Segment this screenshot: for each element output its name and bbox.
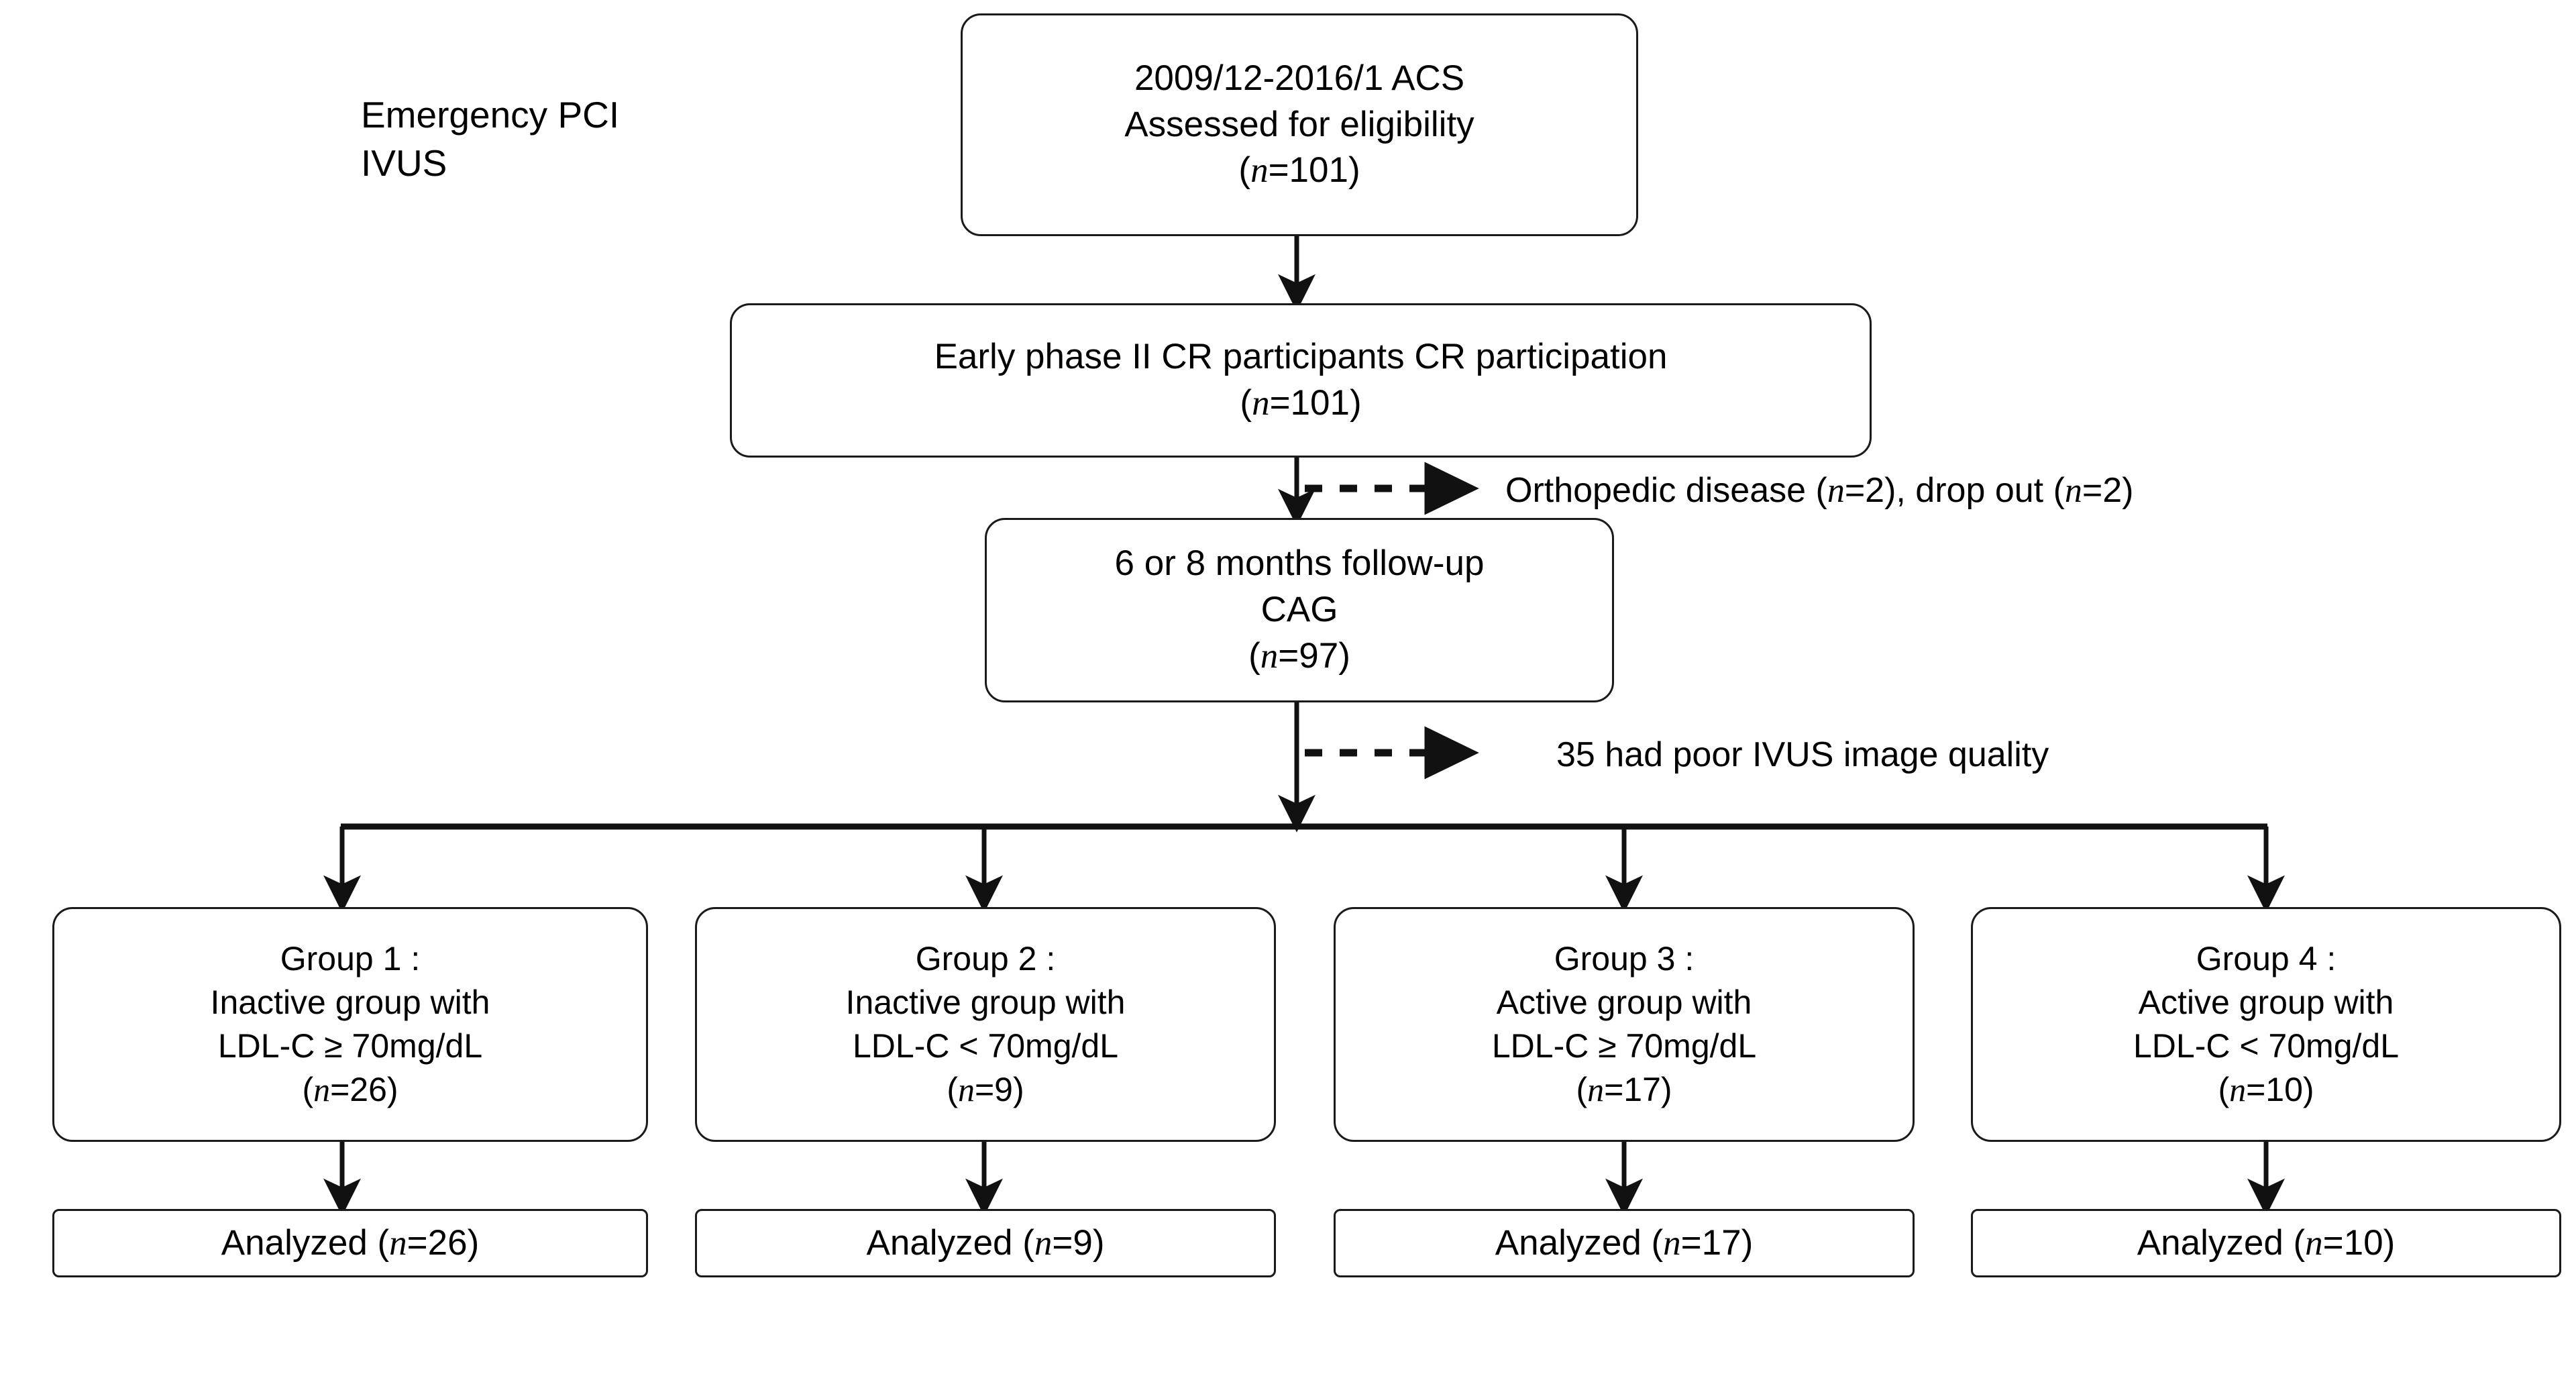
node-assessed-for-eligibility: 2009/12-2016/1 ACS Assessed for eligibil… bbox=[961, 13, 1638, 236]
group-box-4: Group 4 : Active group with LDL-C < 70mg… bbox=[1971, 907, 2561, 1142]
exclusion-note-1: Orthopedic disease (n=2), drop out (n=2) bbox=[1505, 468, 2134, 514]
analyzed-2-label: Analyzed (n=9) bbox=[866, 1222, 1105, 1263]
group-4-criterion: LDL-C < 70mg/dL bbox=[2133, 1027, 2400, 1065]
group-1-desc: Inactive group with bbox=[210, 984, 490, 1021]
node-count: (n=101) bbox=[1240, 383, 1362, 423]
exclusion-note-2: 35 had poor IVUS image quality bbox=[1556, 733, 2049, 778]
group-2-criterion: LDL-C < 70mg/dL bbox=[852, 1027, 1119, 1065]
group-2-desc: Inactive group with bbox=[845, 984, 1126, 1021]
analyzed-4-label: Analyzed (n=10) bbox=[2137, 1222, 2396, 1263]
group-4-title: Group 4 : bbox=[2196, 940, 2337, 977]
analyzed-3-label: Analyzed (n=17) bbox=[1495, 1222, 1754, 1263]
node-line-1: 6 or 8 months follow-up bbox=[1114, 543, 1485, 584]
side-label-line-2: IVUS bbox=[361, 142, 447, 184]
group-2-title: Group 2 : bbox=[915, 940, 1056, 977]
group-1-criterion: LDL-C ≥ 70mg/dL bbox=[217, 1027, 483, 1065]
group-box-1: Group 1 : Inactive group with LDL-C ≥ 70… bbox=[52, 907, 648, 1142]
group-4-desc: Active group with bbox=[2138, 984, 2394, 1021]
analyzed-box-4: Analyzed (n=10) bbox=[1971, 1209, 2561, 1277]
node-count: (n=97) bbox=[1248, 635, 1350, 676]
node-cr-participation: Early phase II CR participants CR partic… bbox=[730, 303, 1872, 458]
group-1-count: (n=26) bbox=[302, 1071, 398, 1108]
group-2-count: (n=9) bbox=[947, 1071, 1024, 1108]
group-box-2: Group 2 : Inactive group with LDL-C < 70… bbox=[695, 907, 1276, 1142]
group-1-title: Group 1 : bbox=[280, 940, 421, 977]
analyzed-1-label: Analyzed (n=26) bbox=[221, 1222, 480, 1263]
node-count: (n=101) bbox=[1238, 150, 1360, 191]
group-3-title: Group 3 : bbox=[1554, 940, 1695, 977]
node-followup-cag: 6 or 8 months follow-up CAG (n=97) bbox=[985, 518, 1614, 702]
analyzed-box-3: Analyzed (n=17) bbox=[1334, 1209, 1915, 1277]
group-box-3: Group 3 : Active group with LDL-C ≥ 70mg… bbox=[1334, 907, 1915, 1142]
analyzed-box-2: Analyzed (n=9) bbox=[695, 1209, 1276, 1277]
node-line-1: 2009/12-2016/1 ACS bbox=[1134, 58, 1465, 98]
node-line-1: Early phase II CR participants CR partic… bbox=[934, 337, 1668, 377]
side-label-line-1: Emergency PCI bbox=[361, 94, 620, 136]
node-line-2: Assessed for eligibility bbox=[1124, 104, 1474, 144]
side-label-emergency-pci: Emergency PCI IVUS bbox=[361, 91, 619, 187]
node-line-2: CAG bbox=[1260, 590, 1338, 630]
analyzed-box-1: Analyzed (n=26) bbox=[52, 1209, 648, 1277]
exclusion-note-2-text: 35 had poor IVUS image quality bbox=[1556, 735, 2049, 774]
group-3-count: (n=17) bbox=[1576, 1071, 1672, 1108]
group-4-count: (n=10) bbox=[2218, 1071, 2314, 1108]
group-3-criterion: LDL-C ≥ 70mg/dL bbox=[1491, 1027, 1757, 1065]
group-3-desc: Active group with bbox=[1496, 984, 1752, 1021]
exclusion-note-1-text: Orthopedic disease (n=2), drop out (n=2) bbox=[1505, 471, 2134, 510]
